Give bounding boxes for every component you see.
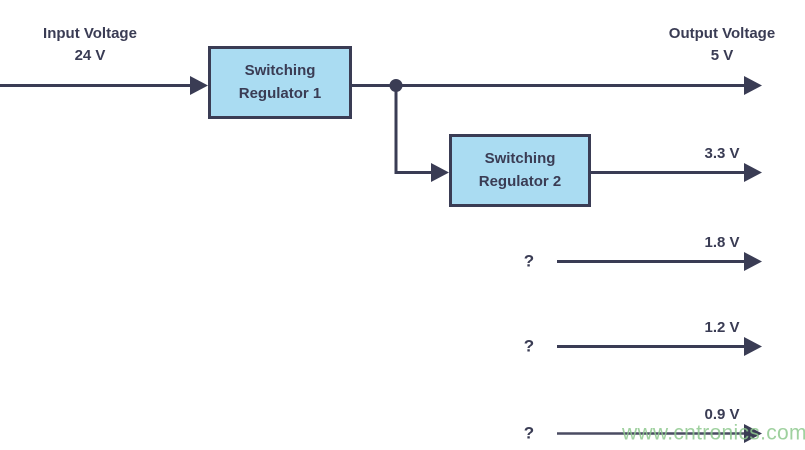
- output-3v3-label: 3.3 V: [704, 145, 739, 162]
- input-voltage-group: Input Voltage 24 V: [0, 25, 208, 95]
- switching-regulator-2-label-line2: Regulator 2: [479, 173, 562, 190]
- switching-regulator-1-block[interactable]: Switching Regulator 1: [208, 46, 352, 119]
- output-3v3-group: 3.3 V: [590, 145, 762, 182]
- output-1v8-label: 1.8 V: [704, 234, 739, 251]
- input-voltage-label-line2: 24 V: [75, 47, 106, 64]
- output-1v2-unknown-source-mark: ?: [524, 336, 534, 355]
- output-1v2-arrow-head-icon: [744, 337, 762, 356]
- output-5v-label-line2: 5 V: [711, 47, 734, 64]
- input-voltage-label-line1: Input Voltage: [43, 25, 137, 42]
- branch-arrow-head-icon: [431, 163, 449, 182]
- output-0v9-unknown-source-mark: ?: [524, 423, 534, 442]
- output-5v-label-line1: Output Voltage: [669, 25, 775, 42]
- output-5v-group: Output Voltage 5 V: [351, 25, 775, 95]
- branch-to-regulator-2: [394, 85, 449, 182]
- switching-regulator-1-rect[interactable]: [208, 46, 352, 119]
- site-watermark: www.cntronics.com: [621, 422, 805, 445]
- output-3v3-arrow-head-icon: [744, 163, 762, 182]
- switching-regulator-2-rect[interactable]: [449, 134, 591, 207]
- output-0v9-arrow-head-icon: [744, 424, 762, 443]
- switching-regulator-1-label-line1: Switching: [245, 62, 316, 79]
- output-0v9-label: 0.9 V: [704, 406, 739, 423]
- output-1v2-label: 1.2 V: [704, 319, 739, 336]
- input-arrow-head-icon: [190, 76, 208, 95]
- output-1v8-group: ? 1.8 V: [524, 234, 762, 271]
- output-1v8-unknown-source-mark: ?: [524, 251, 534, 270]
- output-5v-arrow-head-icon: [744, 76, 762, 95]
- branch-wire: [394, 85, 432, 174]
- switching-regulator-2-label-line1: Switching: [485, 150, 556, 167]
- switching-regulator-1-label-line2: Regulator 1: [239, 85, 322, 102]
- output-1v8-arrow-head-icon: [744, 252, 762, 271]
- output-1v2-group: ? 1.2 V: [524, 319, 762, 356]
- switching-regulator-2-block[interactable]: Switching Regulator 2: [449, 134, 591, 207]
- output-0v9-group: ? 0.9 V: [524, 406, 762, 443]
